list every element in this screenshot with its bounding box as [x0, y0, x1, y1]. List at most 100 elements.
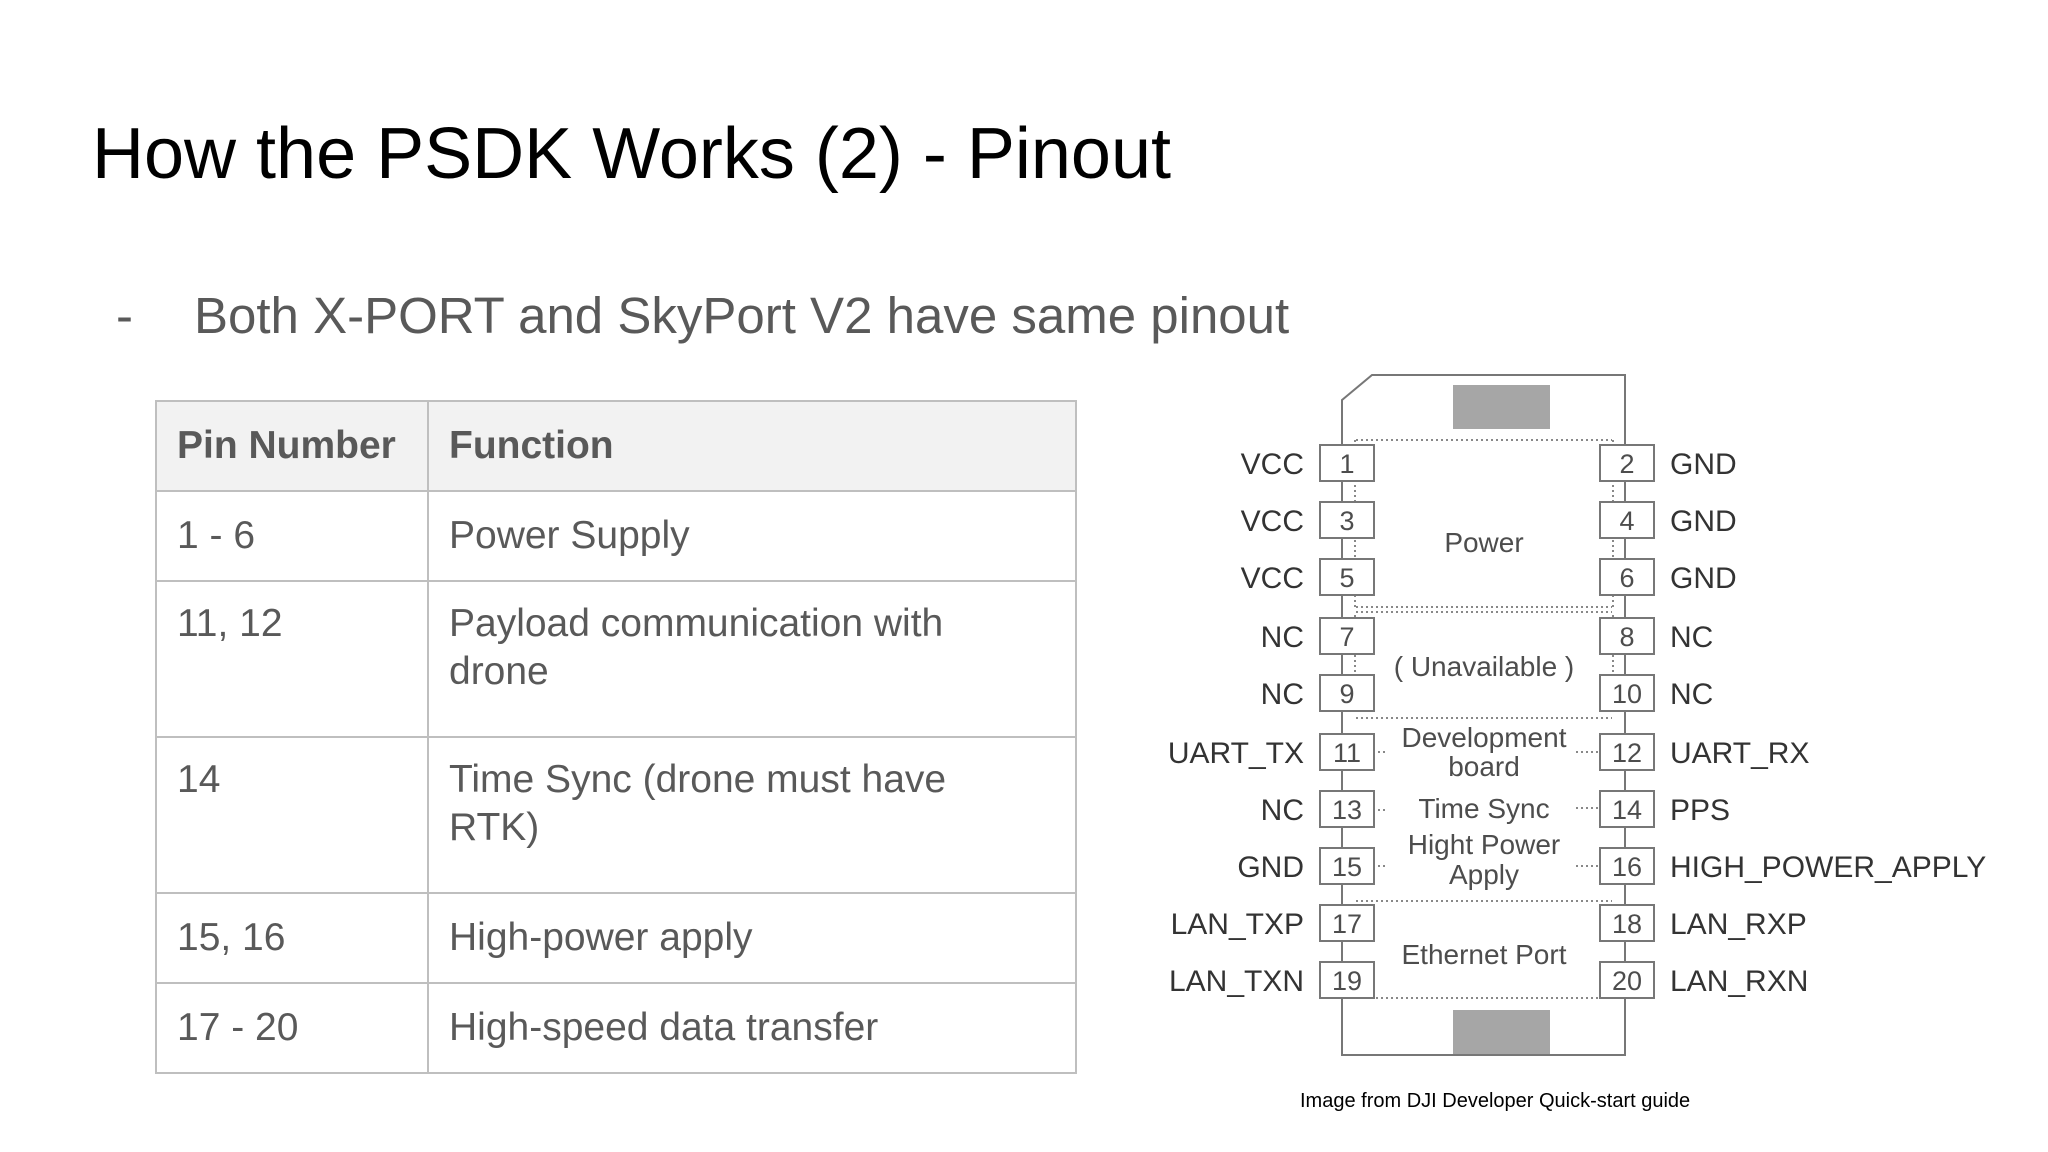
table-row: 15, 16 High-power apply: [155, 892, 1077, 984]
pin-label: VCC: [1241, 505, 1304, 538]
pin-box-15: [1319, 847, 1375, 885]
bullet-text: Both X-PORT and SkyPort V2 have same pin…: [194, 287, 1290, 344]
pin-number: 11: [1333, 738, 1361, 768]
cell-function: Payload communication with drone: [427, 580, 1077, 738]
pin-label: NC: [1670, 678, 1713, 711]
slide-title: How the PSDK Works (2) - Pinout: [92, 114, 1172, 194]
pinout-diagram: Power ( Unavailable ) Development board …: [1168, 374, 1986, 1056]
pin-number: 13: [1332, 795, 1362, 825]
pin-box-18: [1599, 904, 1655, 942]
group-label-time-sync: Time Sync: [1418, 793, 1549, 824]
pin-label: VCC: [1241, 562, 1304, 595]
pin-label: NC: [1261, 621, 1304, 654]
pin-box-5: [1319, 558, 1375, 596]
cell-function-line: drone: [449, 650, 549, 693]
cell-pins: 11, 12: [155, 580, 429, 738]
pin-number: 10: [1612, 679, 1642, 709]
cell-function-line: Time Sync (drone must have: [449, 758, 947, 801]
header-pin-number: Pin Number: [155, 400, 429, 492]
pin-label: VCC: [1241, 448, 1304, 481]
pin-label: GND: [1670, 562, 1737, 595]
pin-label: GND: [1237, 851, 1304, 884]
header-function: Function: [427, 400, 1077, 492]
connector-tab-top: [1453, 385, 1550, 429]
pin-label: LAN_RXN: [1670, 965, 1808, 998]
cell-function: High-power apply: [427, 892, 1077, 984]
pin-box-1: [1319, 444, 1375, 482]
table-row: 11, 12 Payload communication with drone: [155, 580, 1077, 738]
pin-number: 14: [1612, 795, 1642, 825]
cell-function: Power Supply: [427, 490, 1077, 582]
pin-label: NC: [1261, 794, 1304, 827]
pin-label: LAN_TXN: [1169, 965, 1304, 998]
connector-outline: [1341, 374, 1626, 1056]
table-row: 17 - 20 High-speed data transfer: [155, 982, 1077, 1074]
bullet-marker: -: [116, 287, 133, 344]
pin-number: 3: [1339, 506, 1354, 536]
table-header-row: Pin Number Function: [155, 400, 1077, 492]
cell-pins: 14: [155, 736, 429, 894]
pin-box-14: [1599, 790, 1655, 828]
cell-pins: 1 - 6: [155, 490, 429, 582]
group-label-board: board: [1448, 751, 1520, 782]
group-label-development: Development: [1402, 722, 1567, 753]
pin-number: 8: [1619, 622, 1634, 652]
pin-function-table: Pin Number Function 1 - 6 Power Supply 1…: [155, 400, 1077, 1074]
pin-label: GND: [1670, 448, 1737, 481]
pin-number: 9: [1339, 679, 1354, 709]
pin-number: 2: [1619, 449, 1634, 479]
group-dividers: [1354, 439, 1614, 999]
pin-box-12: [1599, 733, 1655, 771]
pin-number: 4: [1619, 506, 1634, 536]
pin-label: PPS: [1670, 794, 1730, 827]
group-label-apply: Apply: [1449, 859, 1519, 890]
pin-number: 6: [1619, 563, 1634, 593]
pin-box-4: [1599, 501, 1655, 539]
pin-box-19: [1319, 961, 1375, 999]
pin-box-2: [1599, 444, 1655, 482]
pin-box-10: [1599, 674, 1655, 712]
cell-function: High-speed data transfer: [427, 982, 1077, 1074]
pin-label: LAN_RXP: [1670, 908, 1807, 941]
pin-label: NC: [1261, 678, 1304, 711]
pin-number: 17: [1332, 909, 1362, 939]
group-label-power: Power: [1444, 527, 1523, 558]
pin-label: UART_RX: [1670, 737, 1809, 770]
cell-function-line: RTK): [449, 806, 540, 849]
pin-number: 5: [1339, 563, 1354, 593]
pin-box-17: [1319, 904, 1375, 942]
group-label-unavailable: ( Unavailable ): [1394, 651, 1575, 682]
pin-label: HIGH_POWER_APPLY: [1670, 851, 1986, 884]
cell-pins: 15, 16: [155, 892, 429, 984]
pin-box-6: [1599, 558, 1655, 596]
cell-function-line: Payload communication with: [449, 602, 944, 645]
pin-number: 15: [1332, 852, 1362, 882]
pin-label: UART_TX: [1168, 737, 1304, 770]
pin-box-11: [1319, 733, 1375, 771]
pin-number: 12: [1612, 738, 1642, 768]
pin-box-20: [1599, 961, 1655, 999]
pin-number: 7: [1339, 622, 1354, 652]
pin-box-9: [1319, 674, 1375, 712]
pin-box-13: [1319, 790, 1375, 828]
connector-tab-bottom: [1453, 1010, 1550, 1054]
pin-number: 1: [1339, 449, 1354, 479]
image-credit: Image from DJI Developer Quick-start gui…: [1300, 1090, 1691, 1112]
pin-number: 16: [1612, 852, 1642, 882]
pin-box-7: [1319, 617, 1375, 655]
cell-pins: 17 - 20: [155, 982, 429, 1074]
group-label-high-power: Hight Power: [1408, 829, 1561, 860]
pin-label: GND: [1670, 505, 1737, 538]
pin-number: 20: [1612, 966, 1642, 996]
pin-box-3: [1319, 501, 1375, 539]
pin-number: 18: [1612, 909, 1642, 939]
group-label-ethernet: Ethernet Port: [1402, 939, 1567, 970]
pin-box-8: [1599, 617, 1655, 655]
pin-label: LAN_TXP: [1171, 908, 1304, 941]
pin-box-16: [1599, 847, 1655, 885]
pin-number: 19: [1332, 966, 1362, 996]
pin-label: NC: [1670, 621, 1713, 654]
table-row: 1 - 6 Power Supply: [155, 490, 1077, 582]
